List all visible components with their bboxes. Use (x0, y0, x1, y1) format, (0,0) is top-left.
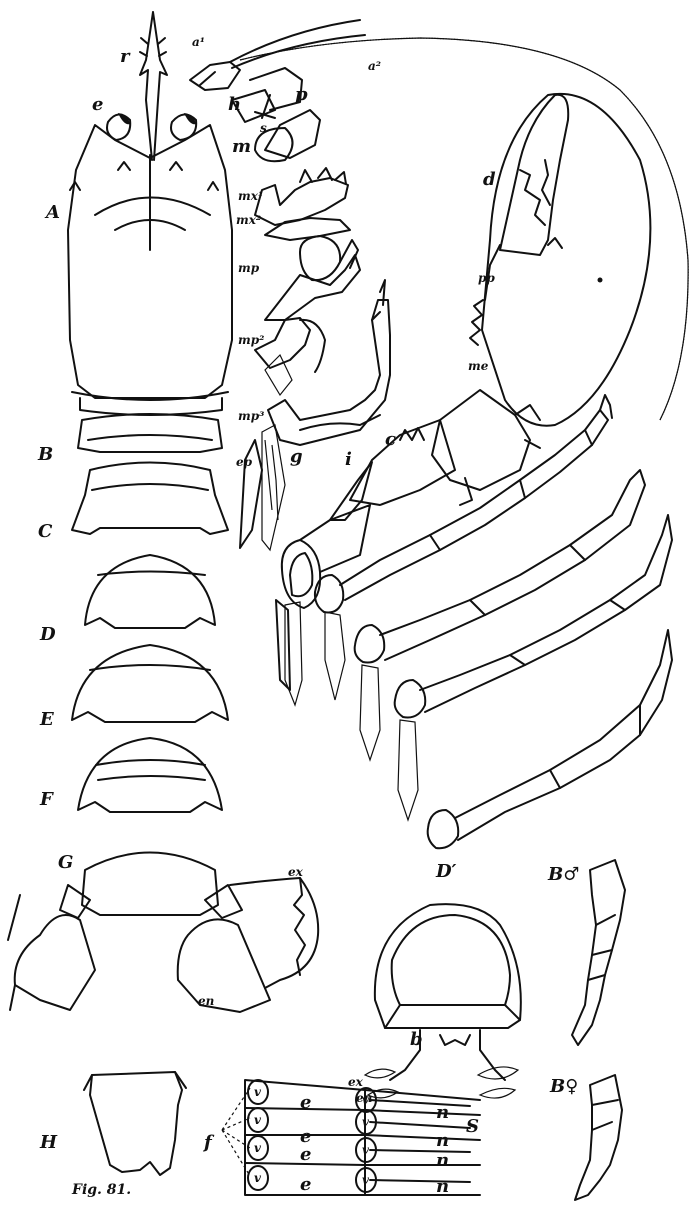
label-h: h (228, 94, 241, 115)
label-n2: n (436, 1130, 449, 1151)
label-b: b (410, 1029, 423, 1050)
label-endopodite-g: en (198, 994, 214, 1008)
label-telson-h: H (39, 1132, 58, 1153)
label-p: p (295, 84, 308, 105)
label-v2: v (254, 1113, 262, 1127)
label-n1: n (436, 1102, 449, 1123)
carapace-drawing (68, 12, 232, 415)
head-appendages (190, 20, 688, 550)
label-antennule: a¹ (192, 35, 205, 49)
walking-legs (315, 395, 672, 848)
abdominal-somites (72, 414, 228, 812)
label-eye: e (92, 94, 103, 115)
label-exopodite-d: ex (348, 1075, 364, 1089)
label-s: s (260, 121, 267, 135)
label-carapace: A (44, 202, 60, 223)
label-maxilliped-3: mp³ (238, 409, 264, 423)
label-maxilla-2: mx² (236, 213, 261, 227)
label-v4: v (254, 1171, 262, 1185)
label-somite-f: F (39, 789, 54, 810)
figure-labels: r e a¹ a² h s p m mx¹ mx² mp mp² mp³ ep … (37, 35, 579, 1198)
label-v5: v (362, 1093, 370, 1107)
label-gill: g (290, 446, 303, 467)
label-somite-e: E (39, 709, 54, 730)
label-dactylus: d (483, 169, 496, 190)
somite-d-prime (365, 904, 521, 1098)
label-i: i (345, 449, 352, 470)
label-n4: n (436, 1176, 449, 1197)
label-n3: n (436, 1150, 449, 1171)
label-c: c (385, 429, 396, 450)
label-somite-b: B (37, 444, 53, 465)
label-somite-c: C (38, 521, 53, 542)
tail-fan-g (8, 853, 318, 1013)
label-mandible: m (232, 136, 251, 157)
label-e1: e (300, 1092, 311, 1113)
appendage-figures (572, 860, 625, 1200)
label-v3: v (254, 1141, 262, 1155)
label-v1: v (254, 1085, 262, 1099)
telson-h (84, 1072, 186, 1175)
label-s-nerve: S (466, 1116, 479, 1137)
label-e3: e (300, 1144, 311, 1165)
label-maxilliped-2: mp² (238, 333, 264, 347)
label-v6: v (362, 1115, 370, 1129)
label-antenna: a² (368, 59, 381, 73)
label-v7: v (362, 1143, 370, 1157)
label-maxilla-1: mx¹ (238, 189, 263, 203)
label-appendage-female: B♀ (549, 1076, 578, 1097)
label-rostrum: r (120, 46, 131, 67)
label-epipodite: ep (236, 455, 253, 469)
label-appendage-male: B♂ (547, 864, 579, 885)
label-somite-d: D (39, 624, 56, 645)
figure-caption: Fig. 81. (71, 1182, 131, 1198)
label-exopodite-g: ex (288, 865, 304, 879)
label-meropodite: me (468, 359, 489, 373)
label-f: f (202, 1132, 215, 1153)
label-v8: v (362, 1173, 370, 1187)
label-maxilliped-1: mp (238, 261, 260, 275)
label-somite-d-prime: D′ (435, 861, 457, 882)
label-propodus: pp (478, 271, 495, 285)
label-telson-g: G (58, 852, 73, 873)
label-e4: e (300, 1174, 311, 1195)
